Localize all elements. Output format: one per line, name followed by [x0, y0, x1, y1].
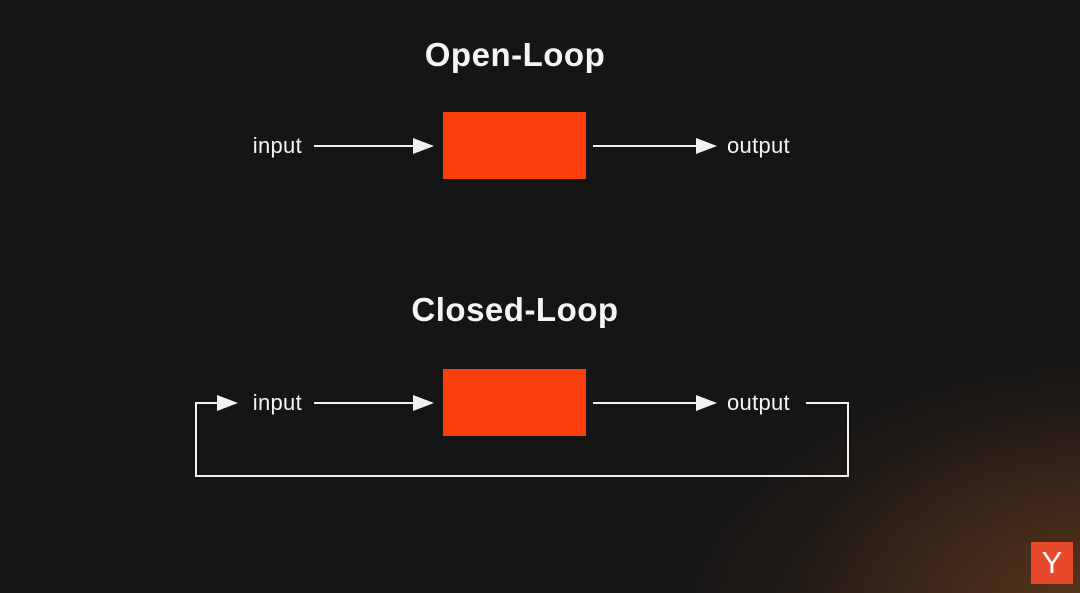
y-combinator-logo: Y	[1031, 542, 1073, 584]
closed-loop-input-arrow	[314, 395, 434, 411]
open-loop-output-label: output	[727, 133, 790, 158]
closed-loop-input-label: input	[252, 390, 302, 415]
open-loop-input-label: input	[252, 133, 302, 158]
closed-loop-process-box	[443, 369, 586, 436]
open-loop-title: Open-Loop	[424, 36, 606, 73]
closed-loop-output-label: output	[727, 390, 790, 415]
open-loop-output-arrow	[593, 138, 717, 154]
closed-loop-output-arrow	[593, 395, 717, 411]
y-logo-letter: Y	[1041, 545, 1063, 580]
closed-loop-title: Closed-Loop	[411, 291, 619, 328]
open-loop-input-arrow	[314, 138, 434, 154]
open-loop-process-box	[443, 112, 586, 179]
